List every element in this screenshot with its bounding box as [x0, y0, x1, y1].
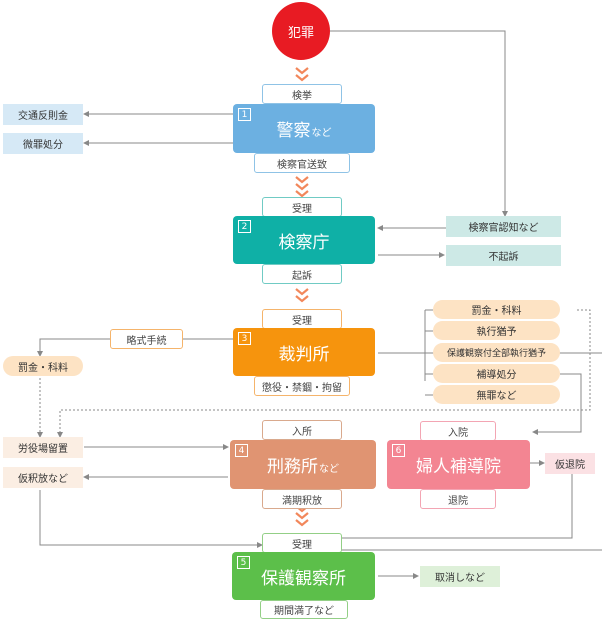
outcome-suspended-box: 執行猶予: [433, 321, 560, 340]
court-in-label: 受理: [262, 309, 342, 329]
connector-summary-to-fine: [37, 338, 110, 357]
prison-title-suffix: など: [319, 464, 339, 475]
police-title-suffix: など: [311, 128, 332, 139]
revocation-box: 取消しなど: [420, 566, 500, 587]
parole-box: 仮釈放など: [3, 467, 83, 488]
probation-in-label: 受理: [262, 533, 342, 553]
police-title: 警察: [276, 121, 311, 141]
prison-node: 4 刑務所など: [230, 440, 376, 489]
outcome-fine-box: 罰金・科料: [433, 300, 560, 319]
minor-disposal-box: 微罪処分: [3, 133, 83, 154]
women-guidance-number: 6: [392, 444, 405, 457]
women-guidance-in-label: 入院: [420, 421, 496, 441]
prosecutor-in-label: 受理: [262, 197, 342, 217]
prosecutor-title: 検察庁: [278, 232, 330, 253]
outcome-acquittal-box: 無罪など: [433, 385, 560, 404]
women-guidance-title: 婦人補導院: [416, 457, 501, 477]
connector-provisional-release-to-probation: [335, 474, 573, 541]
probation-title: 保護観察所: [261, 568, 346, 589]
court-node: 3 裁判所: [233, 328, 375, 376]
court-number: 3: [238, 332, 251, 345]
summary-procedure-box: 略式手続: [110, 329, 183, 349]
prosecutor-recognition-box: 検察官認知など: [446, 216, 561, 237]
crime-node: 犯罪: [272, 2, 330, 60]
fine-left-box: 罰金・科料: [3, 356, 83, 376]
prosecutor-out-label: 起訴: [262, 264, 342, 284]
non-prosecution-box: 不起訴: [446, 245, 561, 266]
prison-title: 刑務所: [267, 457, 318, 477]
police-node: 1 警察など: [233, 104, 375, 153]
outcome-probation-suspended-box: 保護観察付全部執行猶予: [433, 343, 560, 362]
prosecutor-number: 2: [238, 220, 251, 233]
police-number: 1: [238, 108, 251, 121]
police-in-label: 検挙: [262, 84, 342, 104]
traffic-fine-box: 交通反則金: [3, 104, 83, 125]
prison-number: 4: [235, 444, 248, 457]
women-guidance-out-label: 退院: [420, 489, 496, 509]
probation-node: 5 保護観察所: [232, 552, 375, 600]
probation-out-label: 期間満了など: [260, 600, 348, 619]
connector-outcomes-to-workhouse: [57, 309, 591, 438]
workhouse-box: 労役場留置: [3, 437, 83, 458]
women-guidance-node: 6 婦人補導院: [387, 440, 530, 489]
probation-number: 5: [237, 556, 250, 569]
connector-guidance-to-women-guidance: [532, 373, 582, 435]
police-out-label: 検察官送致: [254, 153, 350, 173]
court-out-label: 懲役・禁錮・拘留: [254, 376, 350, 396]
prison-in-label: 入所: [262, 420, 342, 440]
crime-label: 犯罪: [287, 25, 314, 41]
court-title: 裁判所: [278, 344, 330, 365]
prosecutor-node: 2 検察庁: [233, 216, 375, 264]
connector-parole-to-probation: [39, 490, 263, 548]
outcome-guidance-disposal-box: 補導処分: [433, 364, 560, 383]
prison-out-label: 満期釈放: [262, 489, 342, 509]
provisional-release-box: 仮退院: [545, 453, 595, 474]
connector-crime-to-prosecutor-recognition: [330, 30, 508, 217]
